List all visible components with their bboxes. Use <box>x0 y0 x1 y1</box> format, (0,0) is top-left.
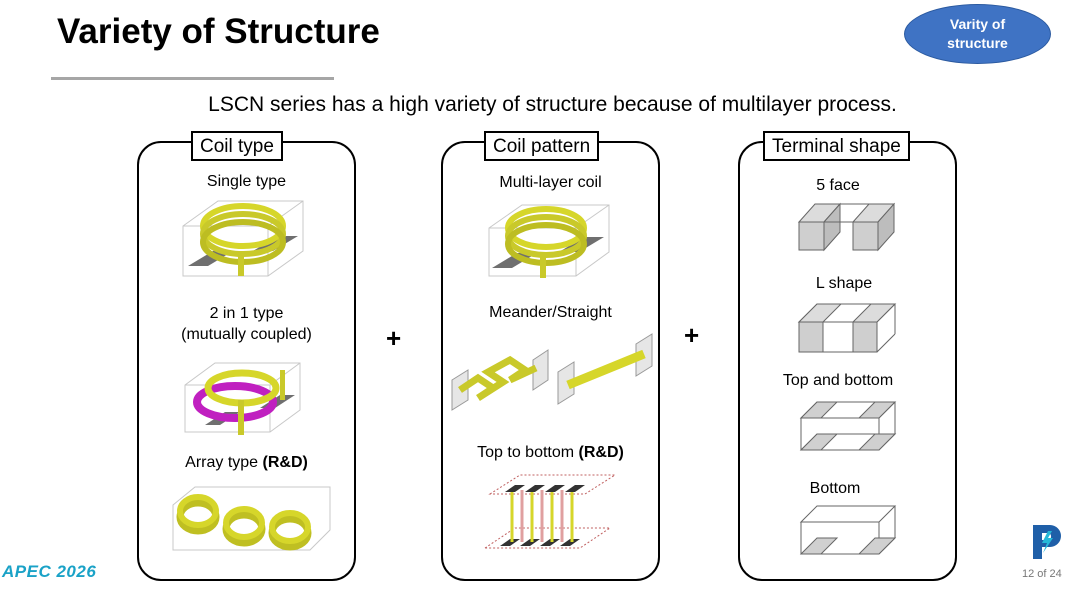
terminal-pad-left <box>492 253 537 268</box>
coil-post-right <box>280 370 285 400</box>
single-type-caption: Single type <box>206 173 287 190</box>
five-face-terminal-image <box>797 202 896 252</box>
coil-post <box>238 400 244 435</box>
bottom-caption: Bottom <box>809 480 861 497</box>
array-coil-image <box>172 486 331 551</box>
five-face-right <box>851 202 896 252</box>
multilayer-coil-image <box>488 204 610 278</box>
array-type-rd: (R&D) <box>262 454 308 471</box>
l-shape-terminal-image <box>797 303 897 353</box>
two-in-one-coil-image <box>184 362 301 435</box>
meander-caption: Meander/Straight <box>489 304 612 321</box>
top-and-bottom-terminal-image <box>799 401 897 451</box>
magenta-coil <box>193 382 277 422</box>
array-coil-2 <box>222 506 266 547</box>
bottom-terminal-image <box>799 505 897 555</box>
section-badge: Varity of structure <box>904 4 1051 64</box>
five-face-caption: 5 face <box>816 177 860 194</box>
top-to-bottom-text: Top to bottom <box>477 444 579 461</box>
slide-subtitle: LSCN series has a high variety of struct… <box>208 93 897 116</box>
top-to-bottom-rd: (R&D) <box>578 444 624 461</box>
array-coil-1 <box>176 494 220 535</box>
top-to-bottom-image <box>483 474 617 549</box>
coil-pattern-label: Coil pattern <box>484 131 600 161</box>
terminal-shape-panel <box>738 141 957 581</box>
array-type-text: Array type <box>185 454 263 471</box>
plus-sign-2: + <box>684 320 700 350</box>
coil-type-label: Coil type <box>191 131 283 161</box>
two-in-one-caption: 2 in 1 type <box>209 305 284 322</box>
badge-label: Varity of structure <box>947 16 1008 51</box>
array-coil-3 <box>268 510 312 551</box>
l-shape-caption: L shape <box>815 275 873 292</box>
top-and-bottom-caption: Top and bottom <box>782 372 894 389</box>
p-logo-icon <box>1033 525 1061 559</box>
five-face-left <box>797 202 842 252</box>
meander-straight-image <box>451 333 653 411</box>
top-to-bottom-caption: Top to bottom (R&D) <box>441 442 660 463</box>
coil-post <box>238 251 244 276</box>
straight-element <box>557 333 653 405</box>
terminal-shape-label: Terminal shape <box>763 131 910 161</box>
plus-sign-1: + <box>386 323 402 353</box>
page-number: 12 of 24 <box>1022 568 1062 580</box>
multilayer-caption: Multi-layer coil <box>499 174 602 191</box>
meander-element <box>451 349 549 411</box>
slide-title: Variety of Structure <box>57 12 380 51</box>
array-type-caption: Array type (R&D) <box>137 452 356 473</box>
terminal-pad-left <box>188 251 233 266</box>
title-underline <box>51 77 334 80</box>
single-coil-image <box>182 200 304 277</box>
two-in-one-subcaption: (mutually coupled) <box>181 326 312 343</box>
apec-logo: APEC 2026 <box>2 562 97 581</box>
